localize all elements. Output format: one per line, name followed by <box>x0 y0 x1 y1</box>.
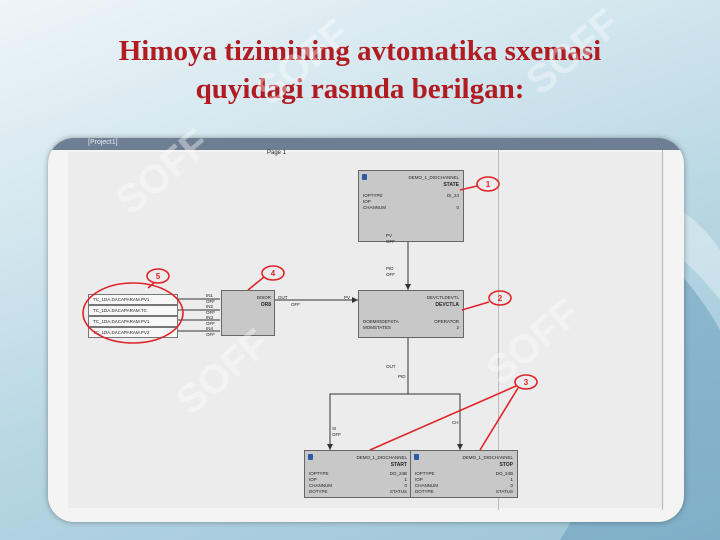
page-boundary-line <box>662 150 663 510</box>
callout-number: 3 <box>524 378 529 387</box>
param-value: 0 <box>456 205 459 210</box>
pin-label: PID <box>398 374 406 379</box>
pin-label: PV <box>344 295 351 300</box>
pin-label: PID <box>386 266 394 271</box>
input-tag-3[interactable]: TC_1DA.DACAPARAM.PV1 <box>88 316 178 327</box>
param-name: IOPTYPE <box>415 471 435 476</box>
param-value: 1 <box>404 477 407 482</box>
block-type-label: DEVCTLDEVTL <box>426 295 459 300</box>
page-boundary-line <box>498 150 499 510</box>
param-name: DOTYPE <box>309 489 328 494</box>
param-name: CHANNUM <box>363 205 386 210</box>
param-name: CHANNUM <box>415 483 438 488</box>
pin-label: IN1 <box>206 293 214 298</box>
param-name: MOMSTATES <box>363 325 391 330</box>
pin-label: SI <box>332 426 337 431</box>
input-tag-4[interactable]: TC_1DA.DACAPARAM.PV2 <box>88 327 178 338</box>
title-line-2: quyidagi rasmda berilgan: <box>195 73 525 105</box>
input-tag-label: TC_1DA.DACAPARAM.TC <box>93 308 147 313</box>
param-value: OPERATOR <box>434 319 459 324</box>
pin-label: OUT <box>278 295 288 300</box>
block-icon <box>362 174 367 180</box>
block-name: STOP <box>499 462 513 468</box>
param-value: DO_24B <box>389 471 407 476</box>
param-name: IOP <box>363 199 371 204</box>
param-name: IOPTYPE <box>363 193 383 198</box>
slide-title: Himoya tizimining avtomatika sxemasi quy… <box>40 32 680 108</box>
page-label: Page 1 <box>267 150 287 156</box>
param-value: DO_24B <box>495 471 513 476</box>
project-tab[interactable]: [Project1] <box>88 139 118 146</box>
pin-label: OFF <box>206 332 215 337</box>
input-tag-2[interactable]: TC_1DA.DACAPARAM.TC <box>88 305 178 316</box>
input-tag-label: TC_1DA.DACAPARAM.PV1 <box>93 297 150 302</box>
or-block[interactable]: DISOR OR8 <box>221 290 275 336</box>
param-name: IOP <box>415 477 423 482</box>
block-type-label: DEMO_1_DIGCHANNEL <box>356 455 407 460</box>
pin-label: OFF <box>386 272 395 277</box>
block-name: STATE <box>443 182 459 188</box>
param-name: CHANNUM <box>309 483 332 488</box>
pin-label: OUT <box>386 364 396 369</box>
pin-label: OFF <box>206 310 215 315</box>
param-value: 0 <box>404 483 407 488</box>
stop-block[interactable]: DEMO_1_DIGCHANNEL STOP IOPTYPE DO_24B IO… <box>410 450 518 498</box>
pin-label: OFF <box>206 299 215 304</box>
callout-number: 5 <box>156 272 161 281</box>
pin-label: IN3 <box>206 315 214 320</box>
callout-circle-4 <box>261 265 285 281</box>
input-tag-label: TC_1DA.DACAPARAM.PV2 <box>93 330 150 335</box>
callout-number: 4 <box>271 269 276 278</box>
block-type-label: DEMO_1_DIGCHANNEL <box>408 175 459 180</box>
annotation-layer: 1 2 3 4 5 <box>82 176 538 451</box>
param-value: STATUS <box>389 489 407 494</box>
annotation-ellipse <box>82 282 184 344</box>
param-value: 0 <box>510 483 513 488</box>
param-value: 2 <box>456 325 459 330</box>
state-block[interactable]: DEMO_1_DIGCHANNEL STATE IOPTYPE DI_24 IO… <box>358 170 464 242</box>
param-name: IOP <box>309 477 317 482</box>
callout-number: 2 <box>498 294 503 303</box>
param-value: DI_24 <box>446 193 459 198</box>
callout-circle-5 <box>146 268 170 284</box>
start-block[interactable]: DEMO_1_DIGCHANNEL START IOPTYPE DO_24B I… <box>304 450 412 498</box>
pin-label: OFF <box>386 239 395 244</box>
pin-label: CH <box>452 420 459 425</box>
block-type-label: DEMO_1_DIGCHANNEL <box>462 455 513 460</box>
callout-circle-3 <box>514 374 538 390</box>
block-name: DEVCTLA <box>435 302 459 308</box>
param-name: DOEMIODEFSTA <box>363 319 399 324</box>
param-value: STATUS <box>495 489 513 494</box>
callout-circle-2 <box>488 290 512 306</box>
block-name: START <box>390 462 407 468</box>
pin-label: OFF <box>332 432 341 437</box>
wires <box>178 240 463 450</box>
param-name: DOTYPE <box>415 489 434 494</box>
pin-label: OFF <box>206 321 215 326</box>
block-type-label: DISOR <box>256 295 271 300</box>
pin-label: PV <box>386 233 393 238</box>
diagram-screenshot: [Project1] Page 1 TC_1DA.DACAPARAM.PV1 T… <box>48 138 684 522</box>
devctla-block[interactable]: DEVCTLDEVTL DEVCTLA DOEMIODEFSTA OPERATO… <box>358 290 464 338</box>
pin-label: IN4 <box>206 326 214 331</box>
block-name: OR8 <box>260 302 271 308</box>
pin-label: IN2 <box>206 304 214 309</box>
block-icon <box>308 454 313 460</box>
window-tab-bar: [Project1] <box>48 138 684 150</box>
block-icon <box>414 454 419 460</box>
title-line-1: Himoya tizimining avtomatika sxemasi <box>118 35 602 67</box>
param-name: IOPTYPE <box>309 471 329 476</box>
callout-circle-1 <box>476 176 500 192</box>
input-tag-label: TC_1DA.DACAPARAM.PV1 <box>93 319 150 324</box>
param-value: 1 <box>510 477 513 482</box>
callout-number: 1 <box>486 180 491 189</box>
pin-label: OFF <box>291 302 300 307</box>
